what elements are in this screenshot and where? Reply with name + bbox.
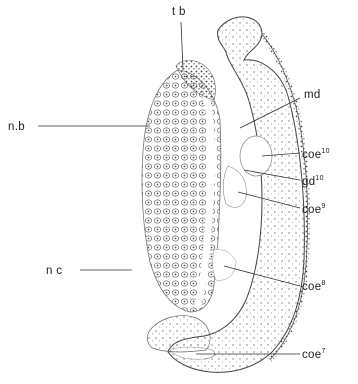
label-coe7-base: coe bbox=[302, 349, 321, 361]
label-coe8: coe8 bbox=[302, 280, 326, 293]
label-coe7-sup: 7 bbox=[321, 348, 325, 355]
label-coe9: coe9 bbox=[302, 203, 326, 216]
label-gd10-sup: 10 bbox=[315, 175, 323, 182]
label-coe9-sup: 9 bbox=[321, 203, 325, 210]
label-coe7: coe7 bbox=[302, 348, 326, 361]
label-nc: n c bbox=[46, 265, 62, 277]
coelom-9-cavity bbox=[223, 166, 246, 207]
label-md: md bbox=[304, 89, 321, 101]
coelom-8-cavity bbox=[213, 250, 236, 281]
label-coe8-base: coe bbox=[302, 281, 321, 293]
label-coe10-base: coe bbox=[302, 149, 321, 161]
label-tb: t b bbox=[172, 6, 186, 18]
label-coe9-base: coe bbox=[302, 204, 321, 216]
label-gd10-base: gd bbox=[302, 176, 315, 188]
lower-tissue-flare bbox=[147, 316, 210, 352]
label-gd10: gd10 bbox=[302, 175, 324, 188]
label-coe8-sup: 8 bbox=[321, 280, 325, 287]
label-coe10-sup: 10 bbox=[321, 148, 329, 155]
label-nb: n.b bbox=[8, 121, 25, 133]
label-coe10: coe10 bbox=[302, 148, 330, 161]
